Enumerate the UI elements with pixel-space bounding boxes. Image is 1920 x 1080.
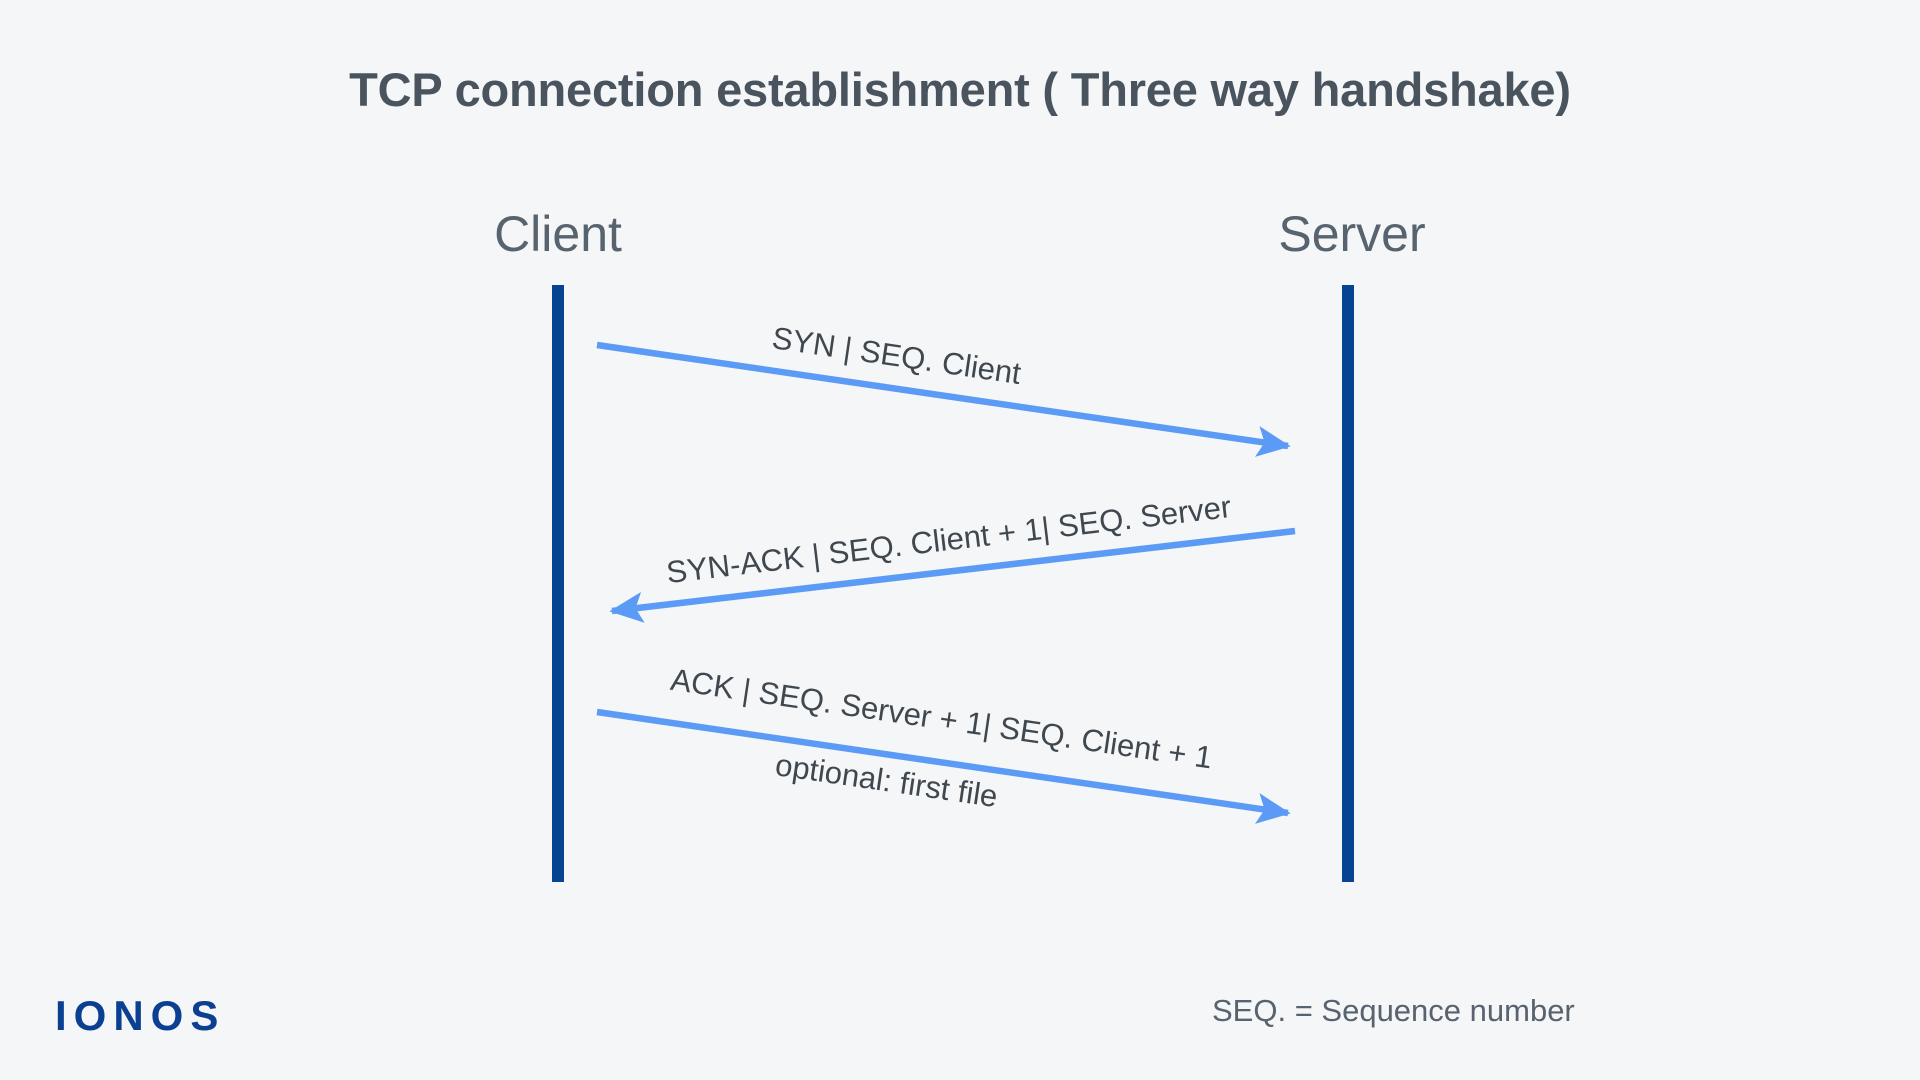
page-title: TCP connection establishment ( Three way… xyxy=(349,63,1571,116)
message-label-syn-ack-line-1: SYN-ACK | SEQ. Client + 1| SEQ. Server xyxy=(665,489,1233,590)
legend-sequence-number: SEQ. = Sequence number xyxy=(1212,993,1575,1028)
ionos-logo: IONOS xyxy=(55,992,226,1039)
message-label-ack: ACK | SEQ. Server + 1| SEQ. Client + 1 xyxy=(668,662,1214,776)
message-arrow-syn xyxy=(596,341,1291,457)
message-label-syn-line-1: SYN | SEQ. Client xyxy=(770,320,1024,391)
message-label-ack-line-1: ACK | SEQ. Server + 1| SEQ. Client + 1 xyxy=(668,662,1214,776)
lifeline-server xyxy=(1342,285,1354,882)
message-label-syn: SYN | SEQ. Client xyxy=(770,320,1024,391)
actor-label-client: Client xyxy=(494,206,622,262)
actor-label-server: Server xyxy=(1278,206,1426,262)
message-arrow-ack xyxy=(596,708,1291,824)
lifeline-client xyxy=(552,285,564,882)
message-label-syn-ack: SYN-ACK | SEQ. Client + 1| SEQ. Server xyxy=(665,489,1233,590)
message-arrow-syn-ack xyxy=(609,527,1296,623)
